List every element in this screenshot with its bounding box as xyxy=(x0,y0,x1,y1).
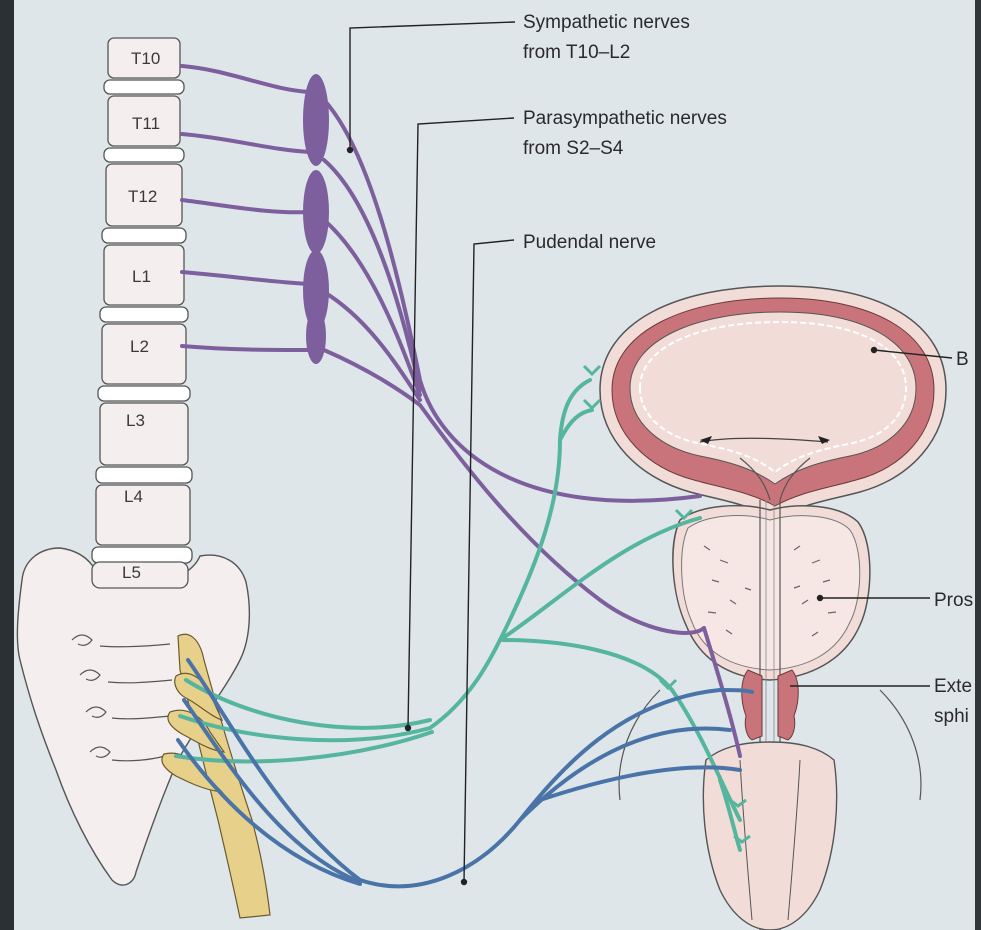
penis-outline xyxy=(619,690,921,930)
parasympathetic-label-line1: Parasympathetic nerves xyxy=(523,108,727,129)
bladder-label: B xyxy=(956,349,969,370)
page-edge-shadow-left xyxy=(0,0,14,930)
bladder xyxy=(600,286,946,520)
sphincter-label-line1: Exte xyxy=(934,676,972,697)
vertebra-label-l2: L2 xyxy=(130,337,149,356)
pudendal-label: Pudendal nerve xyxy=(523,232,656,253)
vertebra-label-l4: L4 xyxy=(124,487,143,506)
sympathetic-label-line2: from T10–L2 xyxy=(523,42,630,63)
vertebra-label-t12: T12 xyxy=(128,187,157,206)
page-edge-shadow-right xyxy=(975,0,981,930)
sphincter-label-line2: sphi xyxy=(934,706,969,727)
parasympathetic-label-line2: from S2–S4 xyxy=(523,138,624,159)
vertebra-label-l1: L1 xyxy=(132,267,151,286)
prostate-label: Pros xyxy=(934,590,973,611)
vertebra-label-l5: L5 xyxy=(122,563,141,582)
vertebra-label-t11: T11 xyxy=(132,114,160,133)
vertebra-label-t10: T10 xyxy=(131,49,160,68)
sympathetic-label-line1: Sympathetic nerves xyxy=(523,12,690,33)
vertebra-label-l3: L3 xyxy=(126,411,145,430)
